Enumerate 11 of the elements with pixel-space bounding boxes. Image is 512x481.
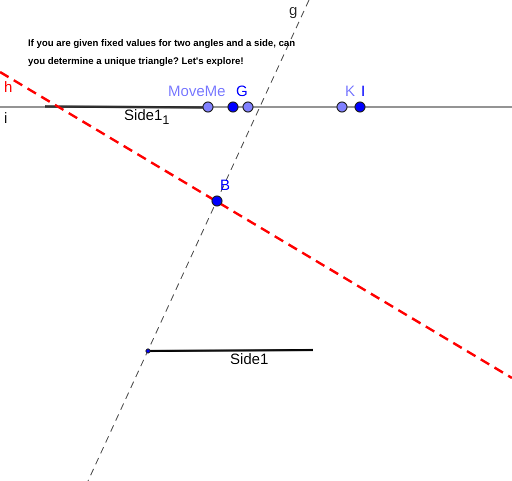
point-label: K <box>345 84 356 99</box>
point-label: G <box>236 84 248 99</box>
line-label: i <box>4 111 8 126</box>
line-label: g <box>289 3 298 18</box>
segment-label: Side1$_{1}$ <box>124 108 170 126</box>
point-label: B <box>220 178 230 193</box>
question-text: If you are given fixed values for two angles and a side, can you determine a unique triangle? Let's explore! <box>28 37 296 69</box>
line-label: h <box>4 80 12 95</box>
segment-label: Side1 <box>230 352 268 367</box>
point-label: I <box>361 84 366 99</box>
point-label: MoveMe <box>168 84 226 99</box>
